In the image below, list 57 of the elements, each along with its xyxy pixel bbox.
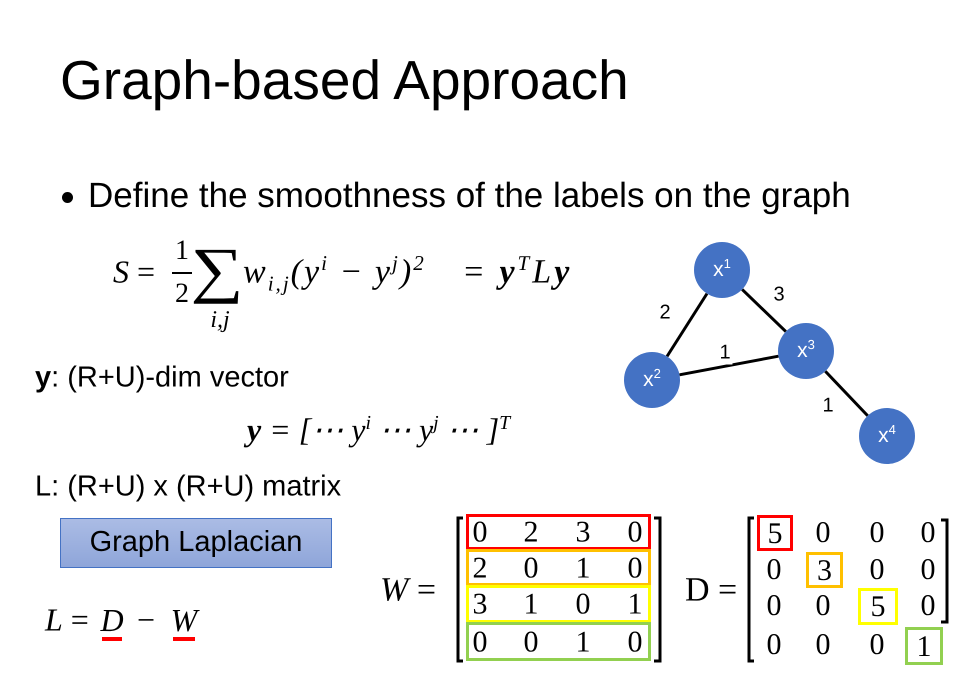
matrix-entry: 0 <box>816 516 830 550</box>
edge-line <box>824 370 869 417</box>
matrix-entry: 0 <box>870 628 884 662</box>
matrix-entry: 0 <box>766 552 782 588</box>
matrix-entry: 0 <box>920 588 936 624</box>
matrix-entry: 3 <box>472 588 488 620</box>
matrix-entry: 0 <box>628 551 642 584</box>
fraction-denominator: 2 <box>175 278 189 310</box>
matrix-entry: 0 <box>472 625 488 658</box>
definition-text: y: (R+U)-dim vector <box>35 361 289 395</box>
matrix-entry: 1 <box>576 551 590 584</box>
summation-index: i,j <box>210 307 230 335</box>
matrix-entry: 0 <box>628 516 642 548</box>
box-label: Graph Laplacian <box>90 527 302 559</box>
definition-text: L: (R+U) x (R+U) matrix <box>35 470 342 504</box>
minus-sign: − <box>136 602 156 638</box>
matrix-entry: 3 <box>817 554 832 586</box>
matrix-entry: 0 <box>524 625 538 658</box>
formula-symbol: D <box>100 604 124 636</box>
slide-title: Graph-based Approach <box>60 49 629 112</box>
matrix-entry: 1 <box>628 588 642 620</box>
summation-sign: ∑ <box>190 235 244 306</box>
matrix-entry: 0 <box>472 516 488 548</box>
bullet-text: Define the smoothness of the labels on the graph <box>88 176 851 216</box>
formula-term: = y$^{T}$Ly <box>462 252 572 292</box>
matrix-entry: 1 <box>916 630 932 662</box>
matrix-name: D = <box>685 570 738 610</box>
matrix-entry: 0 <box>870 516 884 550</box>
matrix-name: W = <box>380 570 436 610</box>
edge-line <box>666 292 708 358</box>
matrix-entry: 0 <box>816 628 830 662</box>
matrix-entry: 2 <box>524 516 538 548</box>
matrix-entry: 5 <box>870 590 886 623</box>
edge-line <box>741 288 787 333</box>
formula-term: L = <box>45 602 89 638</box>
node-label: x$^{3}$ <box>797 339 815 363</box>
node-label: x$^{2}$ <box>643 368 661 392</box>
matrix-entry: 0 <box>816 588 830 624</box>
matrix-entry: 0 <box>920 516 936 550</box>
edge-line <box>679 354 779 376</box>
matrix-entry: 0 <box>628 625 642 658</box>
matrix-entry: 0 <box>766 628 782 662</box>
matrix-entry: 0 <box>920 552 936 588</box>
matrix-entry: 2 <box>472 551 488 584</box>
node-label: x$^{4}$ <box>878 424 896 448</box>
matrix-entry: 1 <box>524 588 538 620</box>
matrix-entry: 0 <box>576 588 590 620</box>
matrix-entry: 0 <box>524 551 538 584</box>
node-label: x$^{1}$ <box>713 258 731 282</box>
formula-symbol: W <box>170 604 198 636</box>
matrix-entry: 0 <box>766 588 782 624</box>
matrix-entry: 3 <box>576 516 590 548</box>
fraction-numerator: 1 <box>175 234 189 268</box>
matrix-entry: 0 <box>870 552 884 588</box>
matrix-entry: 1 <box>576 625 590 658</box>
matrix-entry: 5 <box>768 516 782 550</box>
formula-term: S = <box>113 254 156 290</box>
